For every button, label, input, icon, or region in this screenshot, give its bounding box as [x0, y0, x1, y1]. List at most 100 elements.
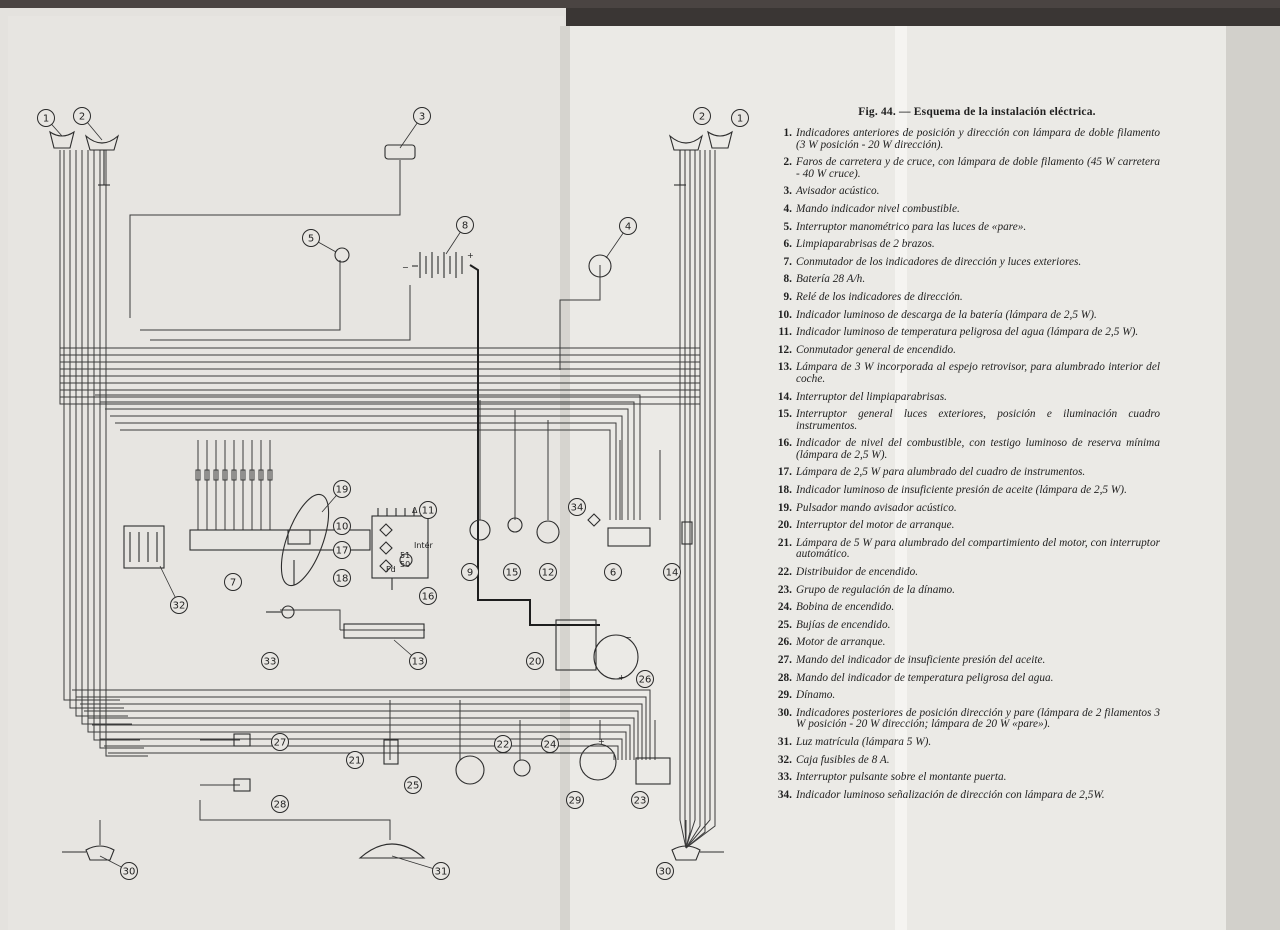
- legend-item: 30.Indicadores posteriores de posición d…: [768, 706, 1160, 731]
- dynamo-plus-symbol: +: [598, 737, 605, 746]
- components: [49, 130, 733, 861]
- battery-wire: [150, 285, 411, 341]
- legend-text: Batería 28 A/h.: [796, 273, 866, 286]
- legend-number: 25.: [777, 618, 792, 631]
- legend-item: 31.Luz matrícula (lámpara 5 W).: [768, 735, 1160, 749]
- connector-plug: [213, 469, 219, 481]
- legend-number: 15.: [777, 408, 792, 421]
- legend-item: 21.Lámpara de 5 W para alumbrado del com…: [768, 537, 1160, 561]
- legend-number: 1.: [783, 127, 792, 139]
- legend-item: 17.Lámpara de 2,5 W para alumbrado del c…: [768, 467, 1160, 479]
- plus-symbol: +: [467, 251, 474, 260]
- instrument-panel: [371, 515, 429, 579]
- legend-item: 18.Indicador luminoso de insuficiente pr…: [768, 484, 1160, 497]
- headlamp-left: [84, 134, 120, 151]
- callout-circle: [568, 498, 586, 516]
- callout-number: 1: [43, 114, 49, 125]
- ignition-mark-50: 50: [400, 560, 410, 569]
- callout-34: 34: [568, 498, 586, 516]
- gauge-wire: [559, 265, 601, 370]
- callout-number: 20: [529, 657, 542, 668]
- legend-number: 5.: [783, 220, 792, 233]
- legend-item: 13.Lámpara de 3 W incorporada al espejo …: [768, 362, 1160, 385]
- callout-circle: [631, 791, 649, 809]
- harness-wire: [95, 394, 641, 520]
- legend-item: 8.Batería 28 A/h.: [768, 274, 1160, 286]
- legend-number: 4.: [783, 202, 792, 215]
- starter-plus-symbol: +: [618, 673, 625, 682]
- door-switch-wire: [280, 609, 341, 630]
- callout-number: 24: [544, 740, 557, 751]
- legend-item: 5.Interruptor manométrico para las luces…: [768, 220, 1160, 234]
- legend-item: 28.Mando del indicador de temperatura pe…: [768, 672, 1160, 685]
- callout-17: 17: [333, 541, 351, 559]
- legend-text: Faros de carretera y de cruce, con lámpa…: [796, 156, 1160, 180]
- callout-number: 6: [610, 568, 616, 579]
- callout-14: 14: [663, 563, 681, 581]
- legend-number: 16.: [777, 437, 792, 450]
- legend-item: 34.Indicador luminoso señalización de di…: [768, 789, 1160, 802]
- legend-item: 20.Interruptor del motor de arranque.: [768, 519, 1160, 532]
- harness-wire: [75, 150, 128, 717]
- callout-7: 7: [224, 573, 242, 591]
- legend-text: Luz matrícula (lámpara 5 W).: [796, 735, 932, 748]
- legend-text: Lámpara de 2,5 W para alumbrado del cuad…: [796, 466, 1086, 479]
- connector-plug: [222, 469, 228, 481]
- rear-lamp-left: [85, 845, 115, 861]
- callout-circle: [346, 751, 364, 769]
- fuel-sender: [588, 254, 612, 278]
- callout-number: 2: [699, 112, 705, 123]
- legend-item: 24.Bobina de encendido.: [768, 601, 1160, 614]
- callout-circle: [663, 563, 681, 581]
- callout-3: 3: [399, 107, 431, 149]
- callout-number: 30: [659, 867, 672, 878]
- legend-item: 4. Mando indicador nivel combustible.: [768, 202, 1160, 216]
- callout-33: 33: [261, 652, 279, 670]
- legend-number: 27.: [777, 654, 792, 666]
- legend-text: Bobina de encendido.: [796, 601, 895, 614]
- legend-text: Mando indicador nivel combustible.: [796, 202, 960, 215]
- callout-circle: [333, 480, 351, 498]
- oil-sender: [233, 733, 251, 747]
- callout-circle: [432, 862, 450, 880]
- front-indicator-right: [707, 130, 733, 149]
- pressure-switch: [334, 247, 350, 263]
- harness-wire: [93, 150, 140, 741]
- callout-number: 17: [336, 546, 349, 557]
- callout-circle: [419, 587, 437, 605]
- legend-text: Grupo de regulación de la dínamo.: [796, 583, 955, 596]
- callout-number: 22: [497, 740, 510, 751]
- connector-plug: [195, 469, 201, 481]
- legend-item: 14.Interruptor del limpiaparabrisas.: [768, 391, 1160, 404]
- starter-minus-symbol: −: [625, 633, 632, 642]
- horn-body: [384, 144, 416, 160]
- callout-circle: [302, 229, 320, 247]
- connector-plug: [267, 469, 273, 481]
- harness-wire: [685, 150, 711, 849]
- harness-wire: [100, 401, 635, 520]
- legend-item: 16.Indicador de nivel del combustible, c…: [768, 438, 1160, 461]
- callout-22: 22: [494, 735, 512, 753]
- fuel-gauge: [399, 553, 413, 567]
- harness-wire: [72, 689, 651, 760]
- legend-item: 6.Limpiaparabrisas de 2 brazos.: [768, 238, 1160, 251]
- harness-wire: [88, 717, 635, 760]
- distributor: [455, 755, 485, 785]
- wire-harness: [59, 150, 716, 849]
- legend-text: Bujías de encendido.: [796, 618, 891, 631]
- flasher-relay: [469, 519, 491, 541]
- legend-item: 15.Interruptor general luces exteriores,…: [768, 408, 1160, 432]
- legend-number: 30.: [777, 706, 792, 719]
- legend-number: 19.: [777, 501, 792, 514]
- callout-circle: [73, 107, 91, 125]
- wiper-motor: [607, 527, 651, 547]
- fuse-box: [123, 525, 165, 569]
- callout-circle: [526, 652, 544, 670]
- harness-wire: [110, 415, 623, 520]
- legend-text: Lámpara de 3 W incorporada al espejo ret…: [796, 361, 1160, 385]
- callout-number: 10: [336, 522, 349, 533]
- harness-wire: [76, 696, 647, 760]
- callout-circle: [409, 652, 427, 670]
